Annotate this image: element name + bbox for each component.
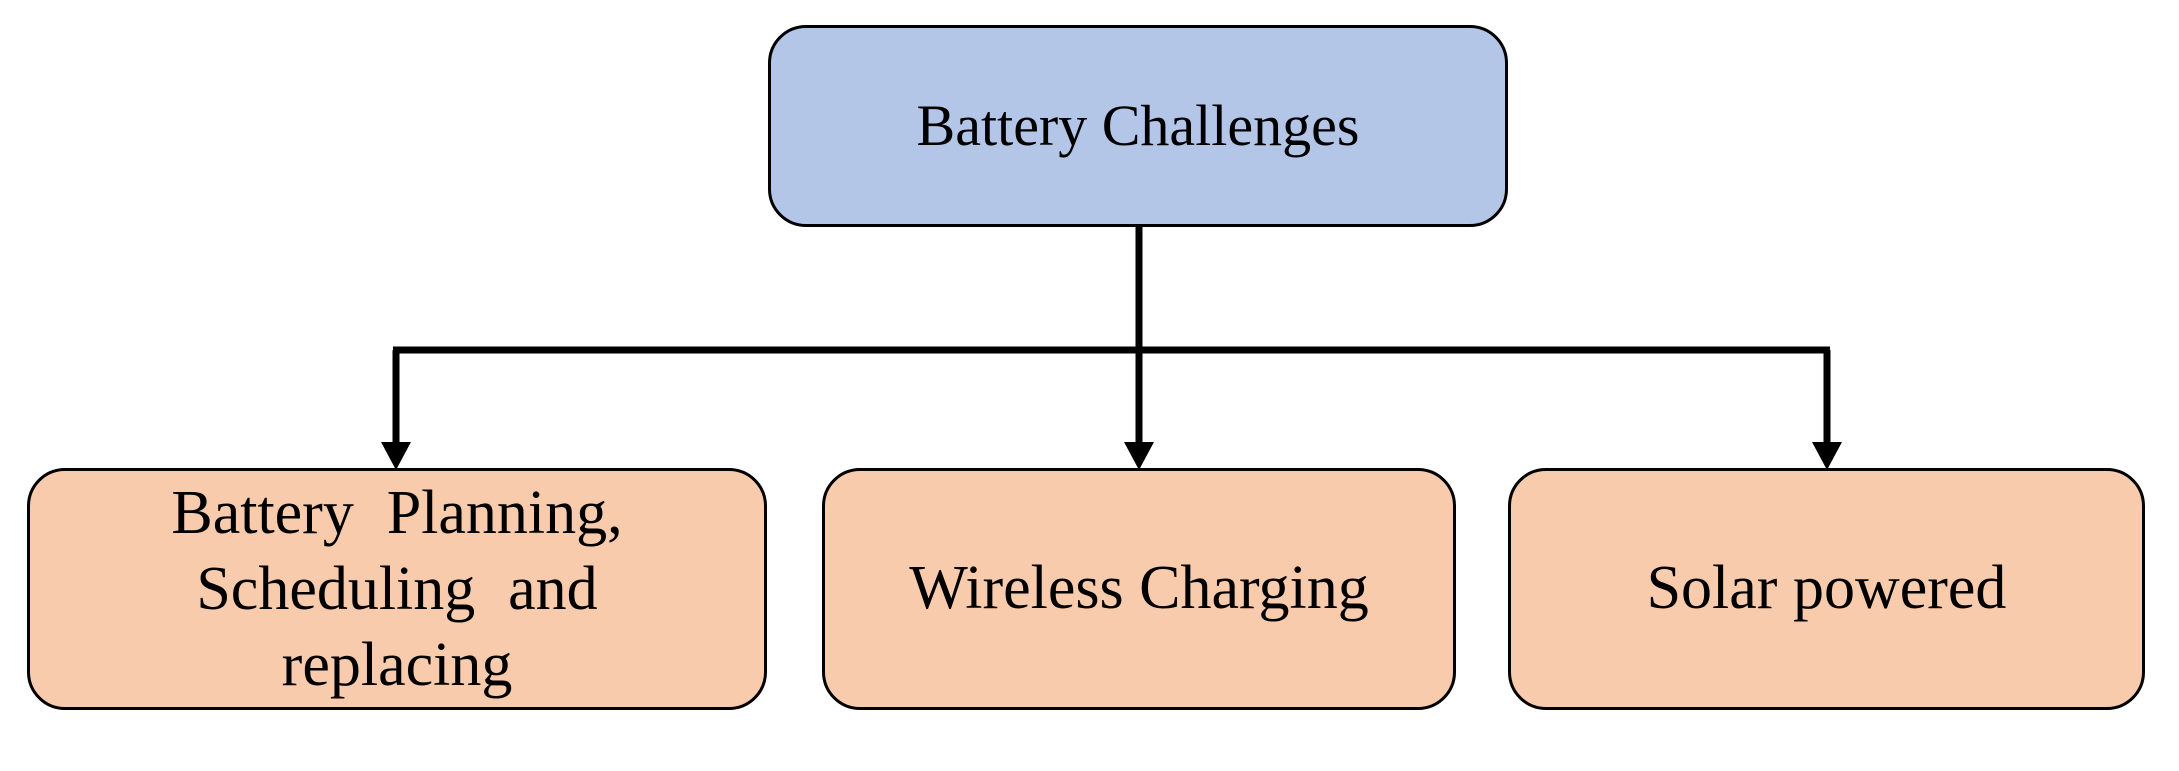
arrowhead-right-icon xyxy=(1812,442,1842,470)
arrowhead-left-icon xyxy=(381,442,411,470)
node-battery-planning: Battery Planning, Scheduling and replaci… xyxy=(27,468,767,710)
node-solar-powered-label: Solar powered xyxy=(1646,554,2007,623)
node-battery-planning-line-2: Scheduling and xyxy=(196,555,598,623)
arrowhead-middle-icon xyxy=(1124,442,1154,470)
node-wireless-charging: Wireless Charging xyxy=(822,468,1456,710)
node-battery-planning-line-1: Battery Planning, xyxy=(171,479,623,547)
node-solar-powered: Solar powered xyxy=(1508,468,2145,710)
node-battery-planning-label: Battery Planning, Scheduling and replaci… xyxy=(171,475,622,703)
node-battery-challenges-label: Battery Challenges xyxy=(916,92,1360,158)
node-battery-challenges: Battery Challenges xyxy=(768,25,1508,227)
node-battery-planning-line-3: replacing xyxy=(281,631,513,699)
node-wireless-charging-label: Wireless Charging xyxy=(909,554,1369,623)
